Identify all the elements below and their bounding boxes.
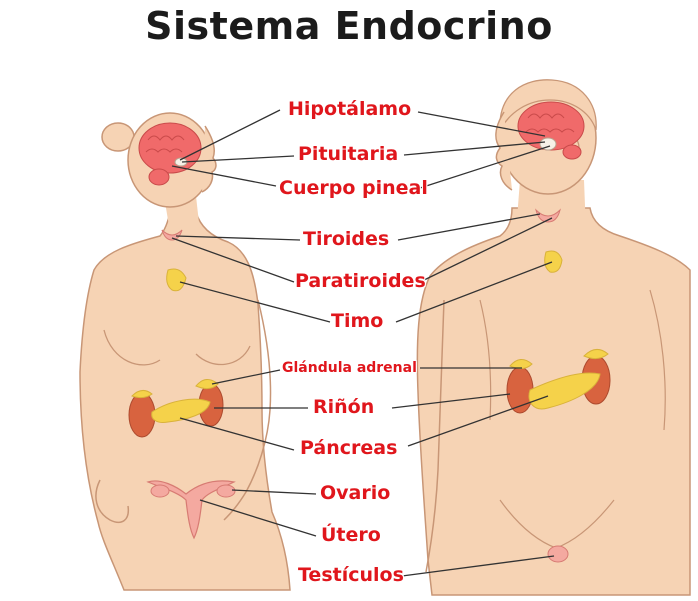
female-ovary-right bbox=[217, 485, 235, 497]
female-kidney-left bbox=[129, 393, 155, 437]
label-timo: Timo bbox=[331, 310, 383, 332]
label-rinon: Riñón bbox=[313, 396, 374, 418]
label-testiculos: Testículos bbox=[298, 564, 404, 586]
label-ovario: Ovario bbox=[320, 482, 390, 504]
female-cerebellum bbox=[149, 169, 169, 185]
label-pituitaria: Pituitaria bbox=[298, 143, 398, 165]
label-pancreas: Páncreas bbox=[300, 437, 397, 459]
female-ovary-left bbox=[151, 485, 169, 497]
label-glandula-adrenal: Glándula adrenal bbox=[282, 360, 417, 376]
male-cerebellum bbox=[563, 145, 581, 159]
female-brain bbox=[139, 123, 201, 173]
male-testicles bbox=[548, 546, 568, 562]
male-thymus bbox=[545, 251, 562, 272]
label-tiroides: Tiroides bbox=[303, 228, 389, 250]
male-figure bbox=[417, 80, 690, 595]
label-paratiroides: Paratiroides bbox=[295, 270, 426, 292]
label-utero: Útero bbox=[321, 524, 381, 546]
label-cuerpo-pineal: Cuerpo pineal bbox=[279, 177, 428, 199]
label-hipotalamo: Hipotálamo bbox=[288, 98, 411, 120]
